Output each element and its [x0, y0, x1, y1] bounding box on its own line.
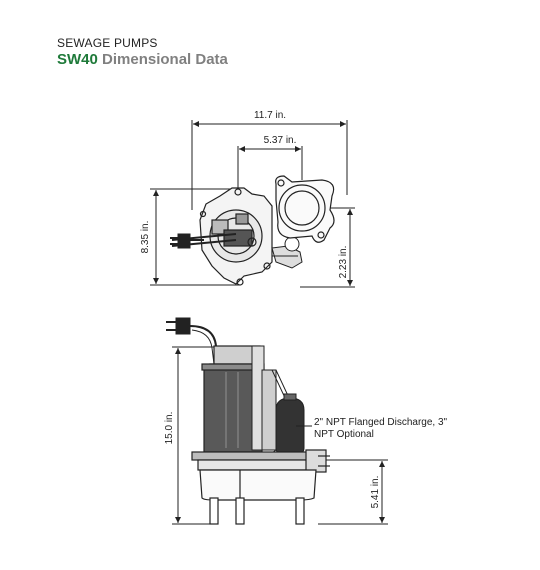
page-header: SEWAGE PUMPS SW40 Dimensional Data: [57, 36, 228, 69]
dim-overall-width: [191, 120, 348, 210]
overall-width-label: 11.7 in.: [254, 110, 286, 121]
top-view: [150, 120, 355, 288]
float-switch-top: [271, 236, 303, 269]
discharge-note-line2: NPT Optional: [314, 429, 374, 440]
switch-column: [251, 345, 291, 451]
discharge-flange-side: [191, 449, 330, 473]
dim-depth: [150, 188, 240, 286]
side-view: [166, 317, 388, 525]
height-label: 15.0 in.: [164, 412, 175, 445]
motor-housing: [201, 345, 265, 453]
model-name: SW40: [57, 51, 98, 68]
discharge-height-label: 5.41 in.: [370, 476, 381, 509]
dim-discharge-height: [318, 459, 388, 525]
discharge-center-label: 2.23 in.: [338, 246, 349, 279]
power-cord-plug-top: [170, 233, 204, 249]
category-label: SEWAGE PUMPS: [57, 36, 158, 50]
depth-label: 8.35 in.: [140, 221, 151, 254]
power-cord-side: [166, 317, 219, 365]
pump-base: [199, 469, 317, 525]
discharge-offset-label: 5.37 in.: [264, 135, 297, 146]
page-title: SW40 Dimensional Data: [57, 51, 228, 69]
title-text: Dimensional Data: [102, 51, 228, 68]
discharge-flange-top: [275, 175, 335, 243]
pump-top-outline: [171, 187, 273, 286]
discharge-note-line1: 2" NPT Flanged Discharge, 3": [314, 417, 448, 428]
